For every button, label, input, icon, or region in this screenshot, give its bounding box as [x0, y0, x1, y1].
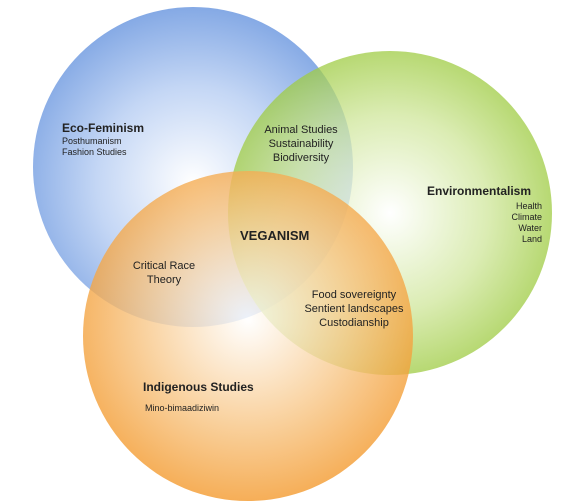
overlap-ecofem-env-item: Sustainability	[268, 138, 334, 150]
ecofeminism-item: Fashion Studies	[62, 147, 127, 157]
overlap-ecofem-env-item: Biodiversity	[272, 152, 330, 164]
overlap-env-indig-item: Custodianship	[319, 317, 389, 329]
indigenous-item: Mino-bimaadiziwin	[145, 403, 220, 413]
environmentalism-item: Health	[515, 201, 542, 211]
circle-indigenous	[83, 171, 413, 501]
environmentalism-item: Climate	[511, 212, 542, 222]
overlap-ecofem-env-item: Animal Studies	[264, 124, 338, 136]
environmentalism-item: Land	[521, 234, 542, 244]
ecofeminism-item: Posthumanism	[62, 136, 122, 146]
indigenous-title: Indigenous Studies	[143, 380, 254, 394]
overlap-env-indig-item: Food sovereignty	[311, 289, 397, 301]
environmentalism-title: Environmentalism	[427, 184, 532, 198]
environmentalism-item: Water	[518, 223, 542, 233]
overlap-env-indig-item: Sentient landscapes	[304, 303, 404, 315]
overlap-ecofem-indig-item: Critical Race	[132, 260, 196, 272]
overlap-ecofem-indig-item: Theory	[146, 274, 182, 286]
ecofeminism-title: Eco-Feminism	[62, 121, 145, 135]
center-label: VEGANISM	[240, 228, 310, 243]
